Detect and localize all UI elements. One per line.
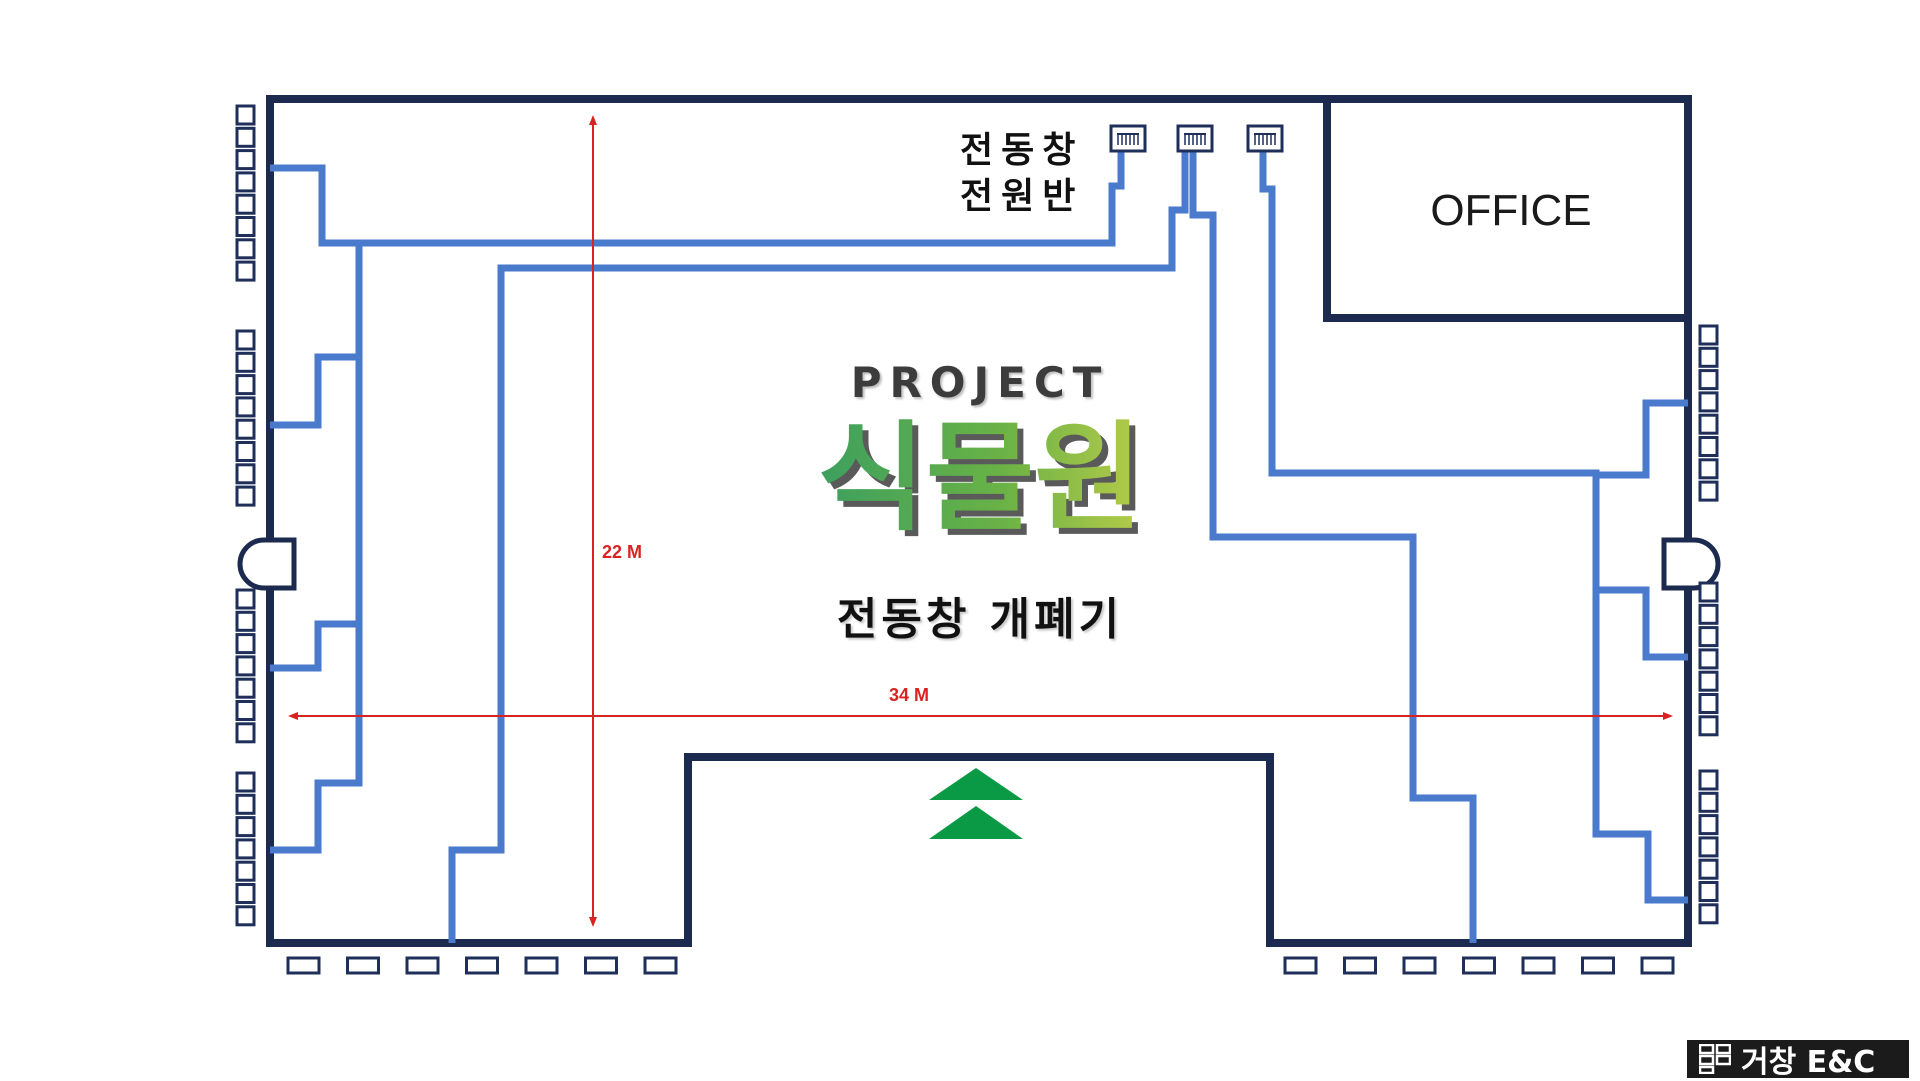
- window-left: [235, 816, 256, 838]
- window-left: [235, 700, 256, 721]
- window-left: [235, 126, 256, 148]
- window-right: [1698, 480, 1719, 502]
- double-chevron-up-icon: [929, 768, 1023, 839]
- window-bottom: [1581, 956, 1615, 975]
- window-left: [235, 374, 256, 396]
- window-right: [1698, 858, 1719, 880]
- wiring: [270, 145, 1688, 943]
- width-dimension-label: 34 M: [889, 685, 930, 705]
- wire-left-outer: [270, 145, 1125, 247]
- window-left: [235, 722, 256, 744]
- electrical-panel-icon: [1176, 124, 1214, 153]
- window-bottom: [524, 956, 559, 975]
- window-left: [235, 329, 256, 351]
- window-row-bottom: [286, 956, 1675, 975]
- window-left: [235, 588, 256, 610]
- window-bottom: [1402, 956, 1437, 975]
- window-left: [235, 793, 256, 815]
- wire-left-branches: [270, 243, 363, 854]
- wire-right-upper: [1596, 399, 1688, 479]
- window-bottom: [1343, 956, 1377, 975]
- window-right: [1698, 836, 1719, 858]
- window-right: [1698, 324, 1719, 346]
- window-bottom: [465, 956, 499, 975]
- project-subtitle: 전동창 개폐기: [836, 594, 1124, 645]
- window-right: [1698, 458, 1719, 480]
- window-left: [235, 677, 256, 699]
- window-left: [235, 655, 256, 677]
- wire-center: [1189, 145, 1477, 943]
- door-left: [237, 537, 297, 591]
- window-right: [1698, 603, 1719, 625]
- electrical-panel-icon: [1109, 124, 1147, 153]
- window-left: [235, 260, 256, 282]
- project-label: PROJECT: [850, 358, 1110, 407]
- window-grid-icon: [1699, 1044, 1731, 1074]
- window-left: [235, 238, 256, 260]
- window-right: [1698, 693, 1719, 714]
- window-right: [1698, 413, 1719, 435]
- window-bottom: [1521, 956, 1556, 975]
- power-panel-label-line2: 전원반: [960, 176, 1084, 217]
- height-dimension-label: 22 M: [602, 542, 643, 562]
- window-column-left: [235, 104, 256, 927]
- window-bottom: [346, 956, 380, 975]
- window-bottom: [1462, 956, 1496, 975]
- electrical-panel-icon: [1246, 124, 1284, 153]
- window-bottom: [286, 956, 321, 975]
- wire-left-inner: [448, 145, 1189, 943]
- window-bottom: [1283, 956, 1318, 975]
- window-column-right: [1698, 324, 1719, 925]
- window-right: [1698, 369, 1719, 391]
- window-left: [235, 633, 256, 655]
- window-right: [1698, 626, 1719, 648]
- building-wall: [266, 95, 1692, 947]
- window-right: [1698, 903, 1719, 925]
- wire-right-middle: [1596, 586, 1688, 661]
- window-right: [1698, 436, 1719, 457]
- window-right: [1698, 715, 1719, 737]
- window-right: [1698, 648, 1719, 670]
- window-bottom: [1640, 956, 1675, 975]
- office-room: [1323, 99, 1688, 322]
- window-left: [235, 396, 256, 418]
- window-left: [235, 104, 256, 126]
- window-left: [235, 418, 256, 440]
- window-left: [235, 463, 256, 485]
- window-left: [235, 485, 256, 507]
- window-bottom: [584, 956, 618, 975]
- window-left: [235, 149, 256, 171]
- brand-badge: 거창 E&C: [1687, 1040, 1909, 1080]
- window-right: [1698, 391, 1719, 413]
- window-left: [235, 860, 256, 882]
- window-left: [235, 610, 256, 632]
- window-left: [235, 771, 256, 793]
- window-left: [235, 216, 256, 237]
- window-bottom: [643, 956, 678, 975]
- window-right: [1698, 346, 1719, 368]
- brand-name: 거창 E&C: [1741, 1045, 1876, 1080]
- window-right: [1698, 670, 1719, 692]
- window-left: [235, 193, 256, 215]
- power-panel-label-line1: 전동창: [960, 130, 1084, 171]
- window-left: [235, 171, 256, 193]
- window-right: [1698, 814, 1719, 836]
- door-right: [1661, 537, 1721, 591]
- window-right: [1698, 881, 1719, 902]
- project-title: 식물원: [760, 408, 1200, 548]
- window-right: [1698, 769, 1719, 791]
- window-right: [1698, 581, 1719, 603]
- window-left: [235, 905, 256, 927]
- window-bottom: [405, 956, 440, 975]
- window-left: [235, 883, 256, 904]
- power-panel-label: 전동창 전원반: [960, 128, 1083, 220]
- window-right: [1698, 791, 1719, 813]
- window-left: [235, 838, 256, 860]
- window-left: [235, 441, 256, 462]
- office-label: OFFICE: [1430, 186, 1592, 235]
- window-left: [235, 351, 256, 373]
- power-panels: [1109, 124, 1284, 153]
